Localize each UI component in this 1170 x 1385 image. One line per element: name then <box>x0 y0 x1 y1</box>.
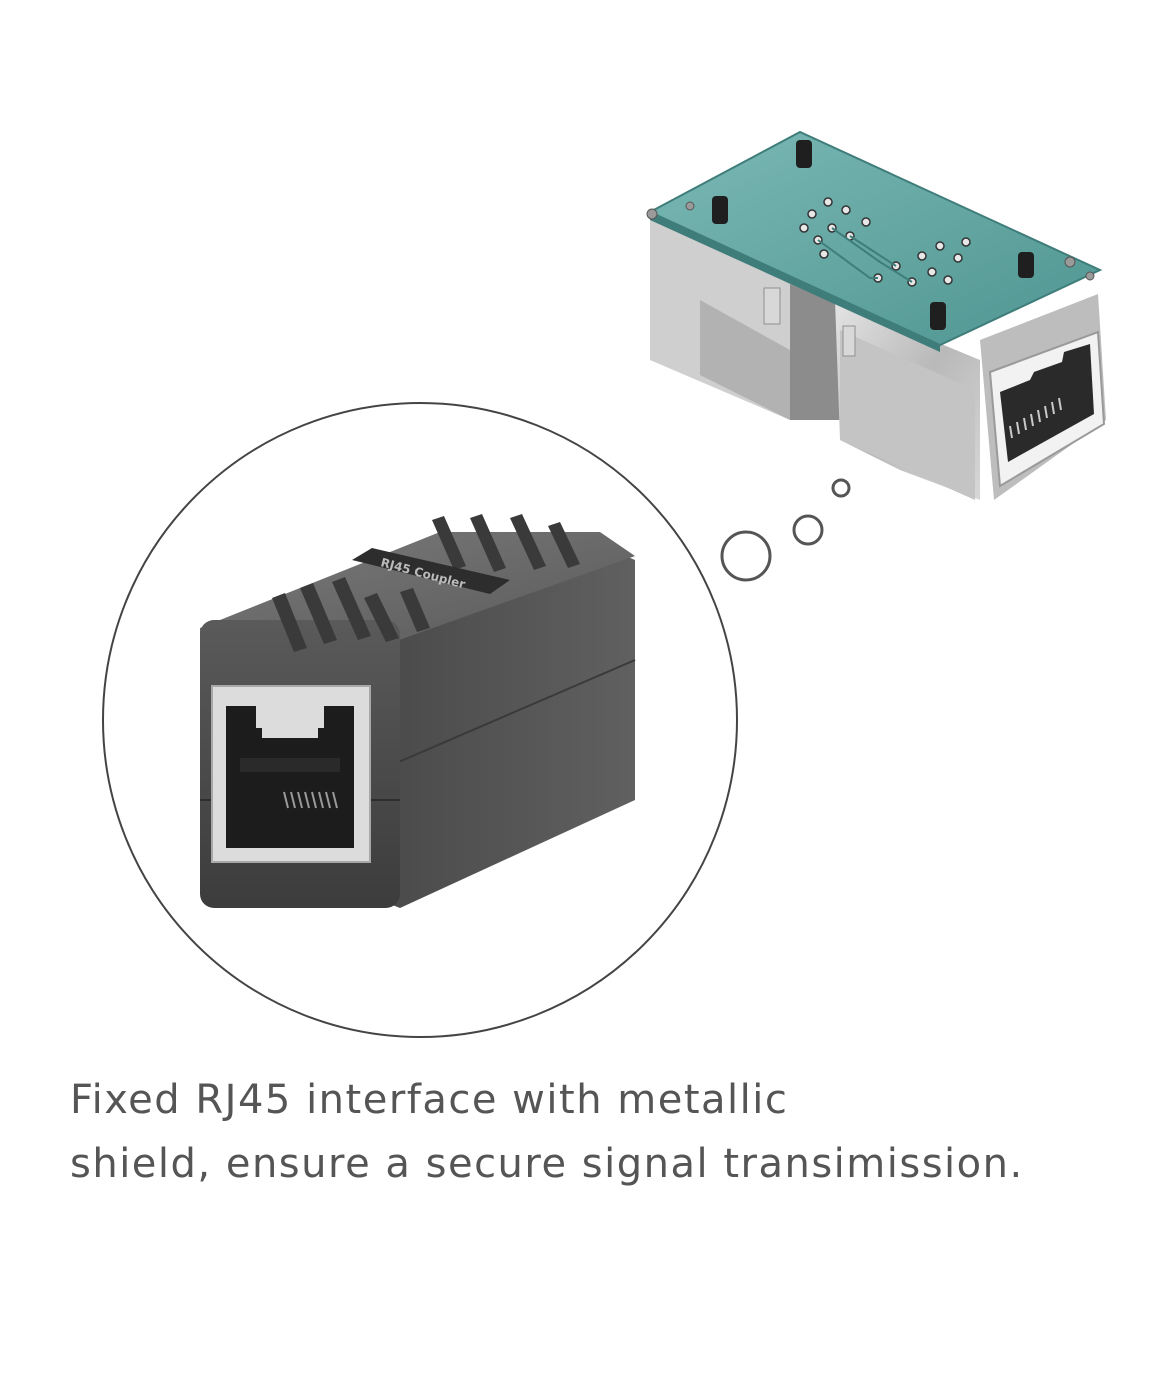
caption: Fixed RJ45 interface with metallic shiel… <box>70 1068 1150 1196</box>
thought-circle <box>102 402 738 1038</box>
caption-line-1: Fixed RJ45 interface with metallic <box>70 1077 789 1123</box>
black-coupler: RJ45 Coupler <box>200 514 636 908</box>
caption-line-2: shield, ensure a secure signal transimis… <box>70 1141 1024 1187</box>
metal-coupler <box>646 130 1106 500</box>
thought-bubbles <box>720 478 851 582</box>
